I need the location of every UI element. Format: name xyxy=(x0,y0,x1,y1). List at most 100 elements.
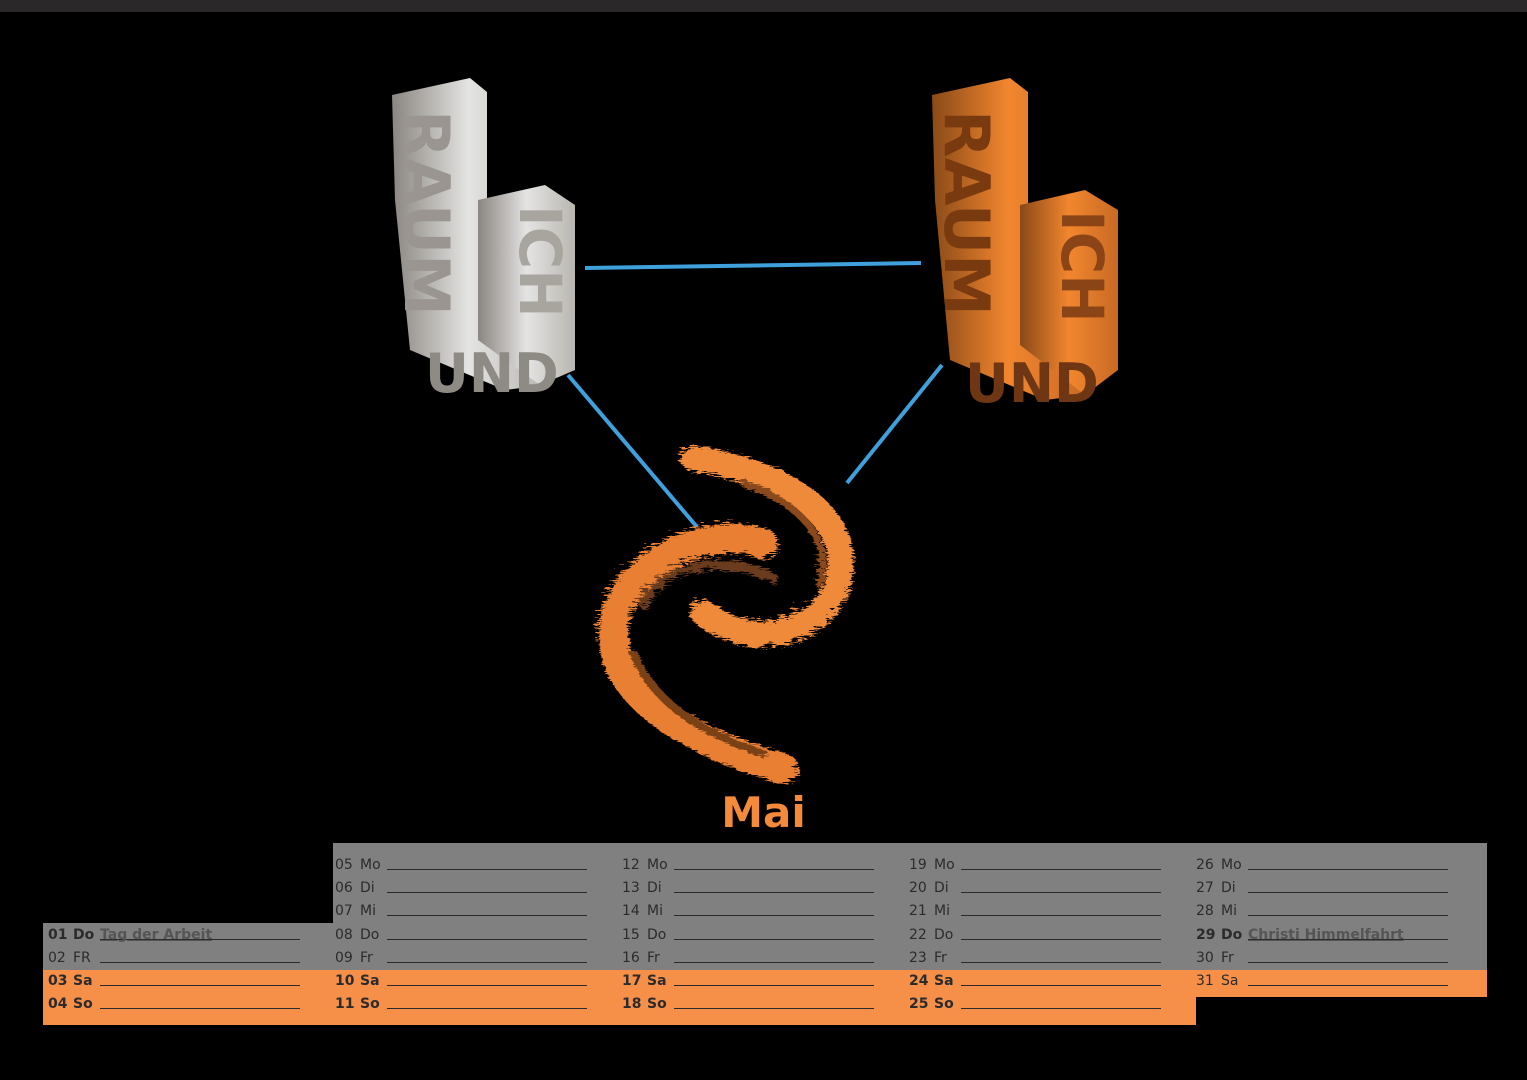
weekday: Sa xyxy=(73,973,93,989)
note-line[interactable] xyxy=(674,961,874,963)
day-number: 21 xyxy=(909,903,927,920)
note-line[interactable] xyxy=(387,1008,587,1010)
day-number: 05 xyxy=(335,857,353,873)
weekday: Sa xyxy=(360,973,380,989)
note-line[interactable] xyxy=(961,892,1161,894)
calendar-day[interactable]: 21 Mi xyxy=(909,900,1189,923)
note-line[interactable] xyxy=(961,938,1161,940)
note-line[interactable] xyxy=(1248,938,1448,940)
day-number: 18 xyxy=(622,996,642,1013)
weekday: Do xyxy=(1221,926,1243,943)
weekday: Do xyxy=(360,926,380,943)
note-line[interactable] xyxy=(100,938,300,940)
calendar-day[interactable]: 16 Fr xyxy=(622,947,902,970)
weekday: Sa xyxy=(934,973,954,989)
calendar-day[interactable]: 17 Sa xyxy=(622,970,902,993)
day-number: 04 xyxy=(48,996,68,1013)
weekday: Fr xyxy=(647,949,660,966)
weekday: So xyxy=(360,996,380,1013)
day-number: 23 xyxy=(909,949,927,966)
note-line[interactable] xyxy=(1248,869,1448,870)
holiday-label: Tag der Arbeit xyxy=(100,926,213,943)
note-line[interactable] xyxy=(674,1008,874,1010)
day-number: 03 xyxy=(48,973,68,989)
note-line[interactable] xyxy=(961,869,1161,870)
note-line[interactable] xyxy=(1248,961,1448,963)
note-line[interactable] xyxy=(674,985,874,986)
white-sculpture: RAUM UND ICH xyxy=(390,78,575,405)
connector-lines xyxy=(566,261,944,529)
note-line[interactable] xyxy=(387,938,587,940)
note-line[interactable] xyxy=(1248,915,1448,917)
note-line[interactable] xyxy=(1248,892,1448,894)
day-number: 10 xyxy=(335,973,355,989)
weekday: Mi xyxy=(647,903,663,920)
weekday: Mi xyxy=(360,903,376,920)
day-number: 17 xyxy=(622,973,642,989)
note-line[interactable] xyxy=(387,961,587,963)
calendar-day[interactable]: 10 Sa xyxy=(335,970,615,993)
note-line[interactable] xyxy=(100,961,300,963)
sculpture-word-und: UND xyxy=(425,342,559,405)
day-number: 31 xyxy=(1196,973,1214,989)
day-number: 19 xyxy=(909,857,927,873)
day-number: 06 xyxy=(335,880,353,897)
note-line[interactable] xyxy=(387,869,587,870)
day-number: 22 xyxy=(909,926,927,943)
top-border xyxy=(0,0,1527,12)
weekend-background-last-week xyxy=(1196,970,1487,997)
note-line[interactable] xyxy=(674,869,874,870)
calendar-day[interactable]: 03 Sa xyxy=(48,970,328,993)
note-line[interactable] xyxy=(387,985,587,986)
note-line[interactable] xyxy=(961,961,1161,963)
note-line[interactable] xyxy=(100,1008,300,1010)
note-line[interactable] xyxy=(387,915,587,917)
day-number: 28 xyxy=(1196,903,1214,920)
note-line[interactable] xyxy=(961,915,1161,917)
note-line[interactable] xyxy=(674,915,874,917)
note-line[interactable] xyxy=(387,892,587,894)
note-line[interactable] xyxy=(674,892,874,894)
weekday: Sa xyxy=(647,973,667,989)
weekday: Fr xyxy=(1221,949,1234,966)
note-line[interactable] xyxy=(961,1008,1161,1010)
day-number: 16 xyxy=(622,949,640,966)
day-number: 12 xyxy=(622,857,640,873)
weekday: Do xyxy=(73,926,95,943)
sculpture-word-raum: RAUM xyxy=(930,110,1003,316)
note-line[interactable] xyxy=(100,985,300,986)
day-number: 25 xyxy=(909,996,929,1013)
note-line[interactable] xyxy=(674,938,874,940)
weekday: Mi xyxy=(934,903,950,920)
note-line[interactable] xyxy=(961,985,1161,986)
month-title: Mai xyxy=(721,788,806,837)
weekday-background xyxy=(333,843,1487,970)
note-line[interactable] xyxy=(1248,985,1448,986)
